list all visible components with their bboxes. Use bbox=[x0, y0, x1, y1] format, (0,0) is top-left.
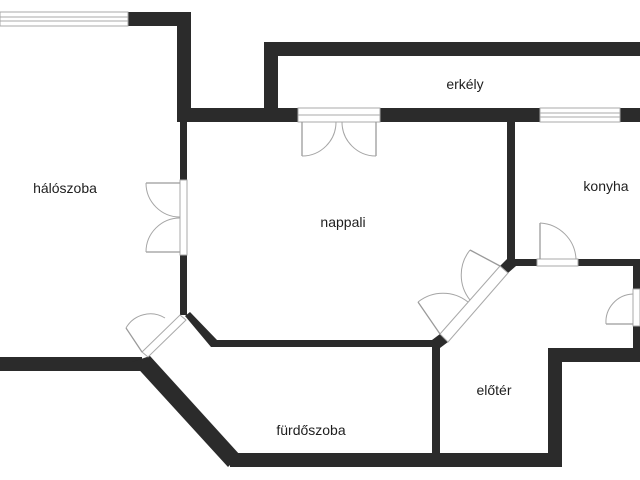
wall-balcony-left bbox=[264, 42, 278, 122]
wall-bedroom-top bbox=[128, 12, 190, 26]
wall-living-kitchen bbox=[507, 118, 515, 266]
door-living-hall bbox=[417, 249, 509, 343]
door-balcony bbox=[297, 107, 381, 157]
wall-hall-right-lower bbox=[633, 326, 640, 362]
wall-partition-upper bbox=[180, 118, 187, 180]
wall-bath-diagonal bbox=[132, 356, 240, 467]
wall-bath-hall bbox=[432, 340, 440, 455]
wall-kitchen-top-right bbox=[620, 108, 640, 122]
room-label-hall: előtér bbox=[476, 382, 511, 398]
room-labels: hálószoba erkély nappali konyha előtér f… bbox=[33, 76, 629, 438]
room-label-bedroom: hálószoba bbox=[33, 180, 97, 196]
window-kitchen bbox=[539, 107, 621, 123]
door-bedroom bbox=[145, 179, 188, 256]
wall-hall-step-horizontal bbox=[548, 348, 640, 362]
wall-bedroom-bottom bbox=[0, 357, 142, 371]
wall-partition-lower bbox=[180, 255, 187, 315]
room-label-kitchen: konyha bbox=[583, 178, 628, 194]
wall-living-hall-diagonal bbox=[432, 334, 448, 348]
wall-living-top-left bbox=[177, 108, 298, 122]
room-label-bathroom: fürdőszoba bbox=[276, 422, 345, 438]
wall-kitchen-bottom-right bbox=[578, 259, 640, 266]
wall-living-top-mid bbox=[380, 108, 540, 122]
wall-living-bottom bbox=[212, 340, 440, 347]
room-label-balcony: erkély bbox=[446, 76, 483, 92]
wall-bath-bottom bbox=[230, 453, 561, 467]
windows bbox=[0, 11, 621, 123]
door-bedroom-corner bbox=[125, 313, 187, 358]
wall-hall-right-upper bbox=[633, 259, 640, 289]
wall-hall-step-vertical bbox=[548, 348, 562, 467]
doors bbox=[125, 107, 640, 358]
door-kitchen bbox=[536, 222, 579, 267]
wall-kitchen-bottom-left bbox=[507, 259, 537, 266]
walls bbox=[0, 12, 640, 467]
wall-bedroom-top-right bbox=[177, 12, 191, 122]
door-entrance bbox=[605, 288, 640, 327]
wall-balcony-top bbox=[264, 42, 640, 56]
wall-living-bottom-diagonal bbox=[185, 312, 217, 347]
room-label-living: nappali bbox=[320, 214, 365, 230]
window-bedroom bbox=[0, 11, 129, 27]
